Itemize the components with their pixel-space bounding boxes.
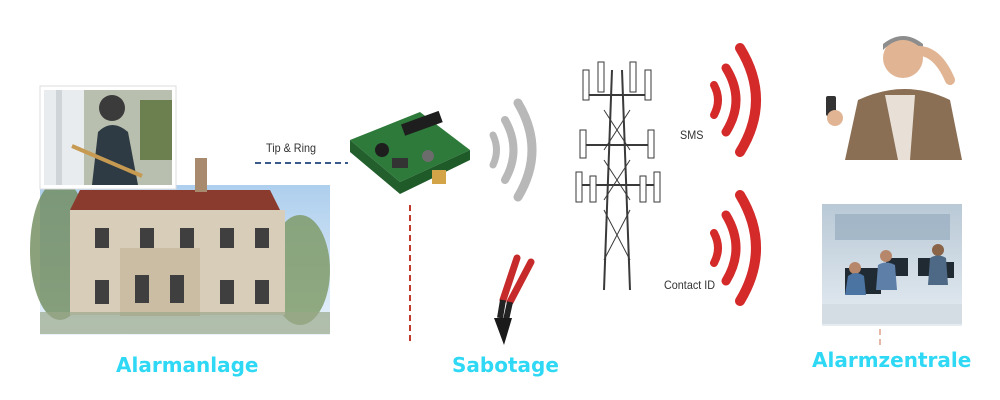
sms-label: SMS: [680, 128, 704, 142]
wireless-waves-icon: [489, 98, 537, 202]
cell-tower: [575, 61, 661, 291]
alarmzentrale-caption: Alarmzentrale: [812, 348, 972, 372]
control-room: [822, 204, 962, 326]
man-with-phone: [826, 36, 962, 160]
tip-ring-label: Tip & Ring: [266, 141, 317, 155]
alarmanlage-caption: Alarmanlage: [116, 353, 259, 377]
contact-id-label: Contact ID: [664, 278, 716, 292]
burglar-photo: [39, 85, 177, 190]
contact-id-signal-icon: [710, 190, 761, 306]
sms-signal-icon: [710, 43, 761, 157]
sabotage-line: [409, 205, 881, 346]
sabotage-caption: Sabotage: [452, 353, 559, 377]
mansion-illustration: [30, 158, 330, 335]
circuit-board: [350, 110, 470, 194]
bolt-cutter-icon: [494, 254, 535, 345]
